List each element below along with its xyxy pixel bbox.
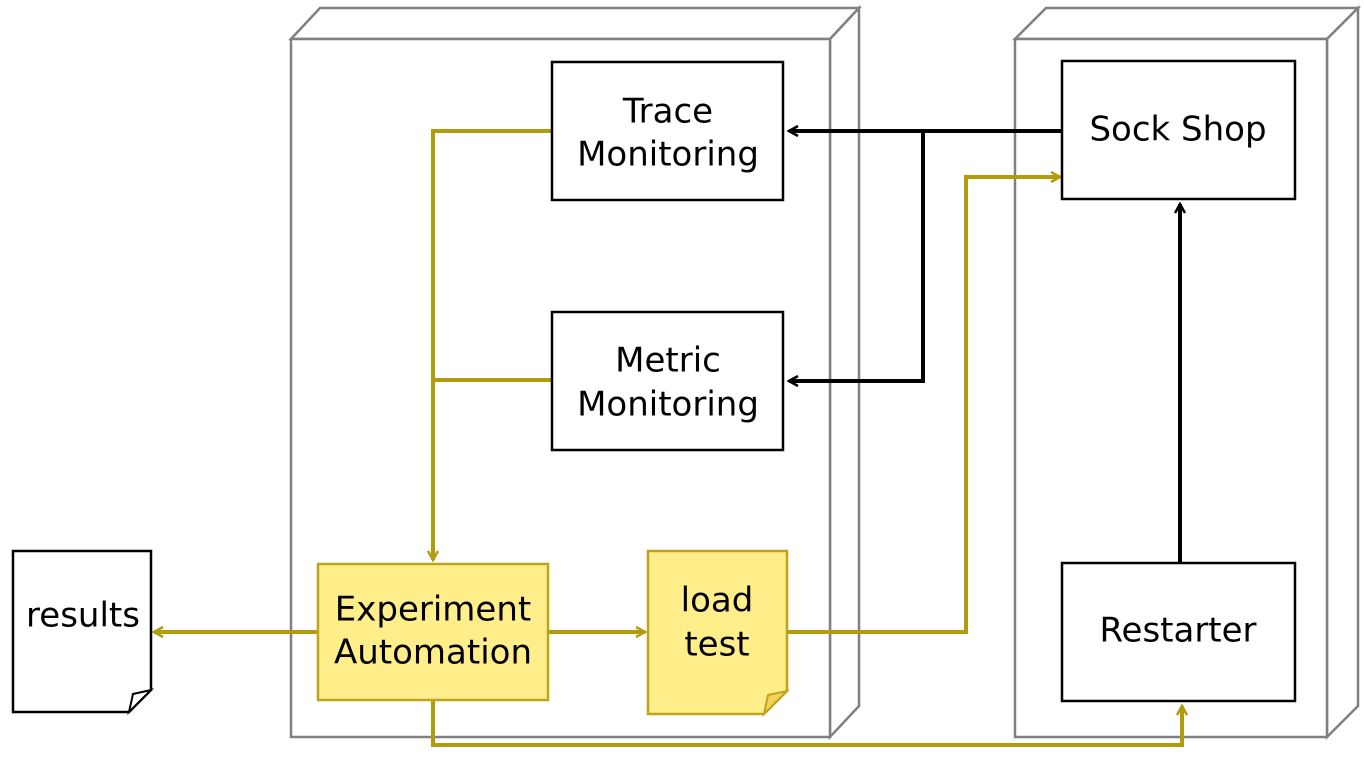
metric-monitoring-label-line2: Monitoring xyxy=(577,385,759,425)
sock-shop-to-metric-arrow xyxy=(789,131,925,381)
experiment-node-top xyxy=(288,6,862,41)
results-folded-corner xyxy=(127,688,155,716)
trace-monitoring-label-line2: Monitoring xyxy=(577,135,759,175)
sock-shop-box: Sock Shop xyxy=(1060,59,1297,201)
trace-monitoring-label-line1: Trace xyxy=(622,92,713,132)
restarter-box: Restarter xyxy=(1060,561,1297,703)
results-document: results xyxy=(11,549,155,716)
monitoring-data-flow xyxy=(789,131,1180,562)
load-test-to-sock-shop-arrow xyxy=(787,177,1060,634)
application-node-top xyxy=(1011,6,1362,41)
metric-monitoring-box: Metric Monitoring xyxy=(550,310,785,452)
load-test-folded-corner xyxy=(762,689,791,718)
load-test-box: load test xyxy=(646,549,791,718)
experiment-automation-label-line1: Experiment xyxy=(335,590,531,630)
metric-monitoring-label-line1: Metric xyxy=(615,341,721,381)
automation-to-restarter-arrow xyxy=(431,700,1182,747)
results-label: results xyxy=(26,596,140,636)
experiment-automation-label-line2: Automation xyxy=(334,633,532,673)
restarter-label: Restarter xyxy=(1099,611,1256,651)
load-test-label-line2: test xyxy=(684,625,749,665)
trace-to-automation-arrow xyxy=(433,129,555,560)
sock-shop-label: Sock Shop xyxy=(1089,110,1266,150)
experiment-node-side xyxy=(828,4,861,741)
control-flow xyxy=(154,129,1182,747)
trace-monitoring-box: Trace Monitoring xyxy=(550,60,785,202)
experiment-automation-box: Experiment Automation xyxy=(316,562,550,702)
application-node-side xyxy=(1325,4,1360,741)
load-test-label-line1: load xyxy=(681,581,754,621)
